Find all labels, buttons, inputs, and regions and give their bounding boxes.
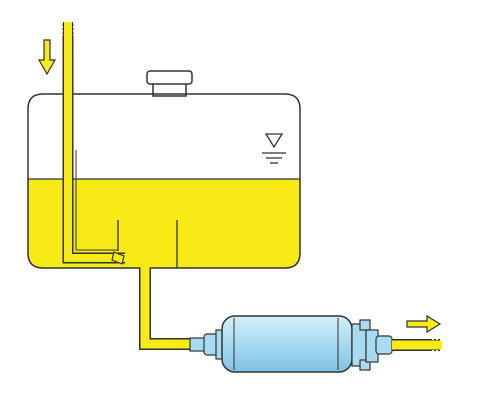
tank-wall [27, 93, 301, 269]
fuel-pump [189, 315, 393, 373]
feed-pipe [139, 266, 205, 350]
inlet-pipe [61, 22, 125, 265]
outlet-pipe [392, 338, 446, 352]
filler-cap [146, 70, 193, 97]
liquid-level-icon [262, 133, 286, 164]
pump-body [221, 315, 353, 373]
fuel-volume [28, 179, 300, 268]
arrow-right-icon [406, 314, 442, 334]
fuel-tank [27, 93, 301, 269]
arrow-down-icon [37, 39, 57, 76]
